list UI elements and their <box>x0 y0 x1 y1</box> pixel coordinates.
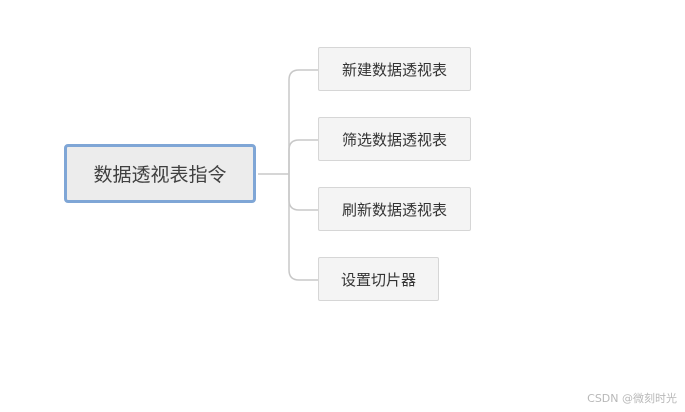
root-node[interactable]: 数据透视表指令 <box>64 144 256 203</box>
child-node-label: 设置切片器 <box>340 270 416 289</box>
child-node-label: 刷新数据透视表 <box>341 200 447 219</box>
child-node-filter-pivot[interactable]: 筛选数据透视表 <box>318 117 471 161</box>
connector-branch-1 <box>288 69 318 174</box>
root-node-label: 数据透视表指令 <box>93 164 227 186</box>
watermark-text: CSDN @微刻时光 <box>587 392 677 405</box>
child-node-label: 筛选数据透视表 <box>341 130 447 149</box>
child-node-new-pivot[interactable]: 新建数据透视表 <box>318 47 471 91</box>
child-node-slicer[interactable]: 设置切片器 <box>318 257 439 301</box>
child-node-label: 新建数据透视表 <box>341 60 447 79</box>
connector-branch-3 <box>288 174 318 211</box>
connector-branch-2 <box>288 139 318 174</box>
child-node-refresh-pivot[interactable]: 刷新数据透视表 <box>318 187 471 231</box>
connector-branch-4 <box>288 174 318 281</box>
